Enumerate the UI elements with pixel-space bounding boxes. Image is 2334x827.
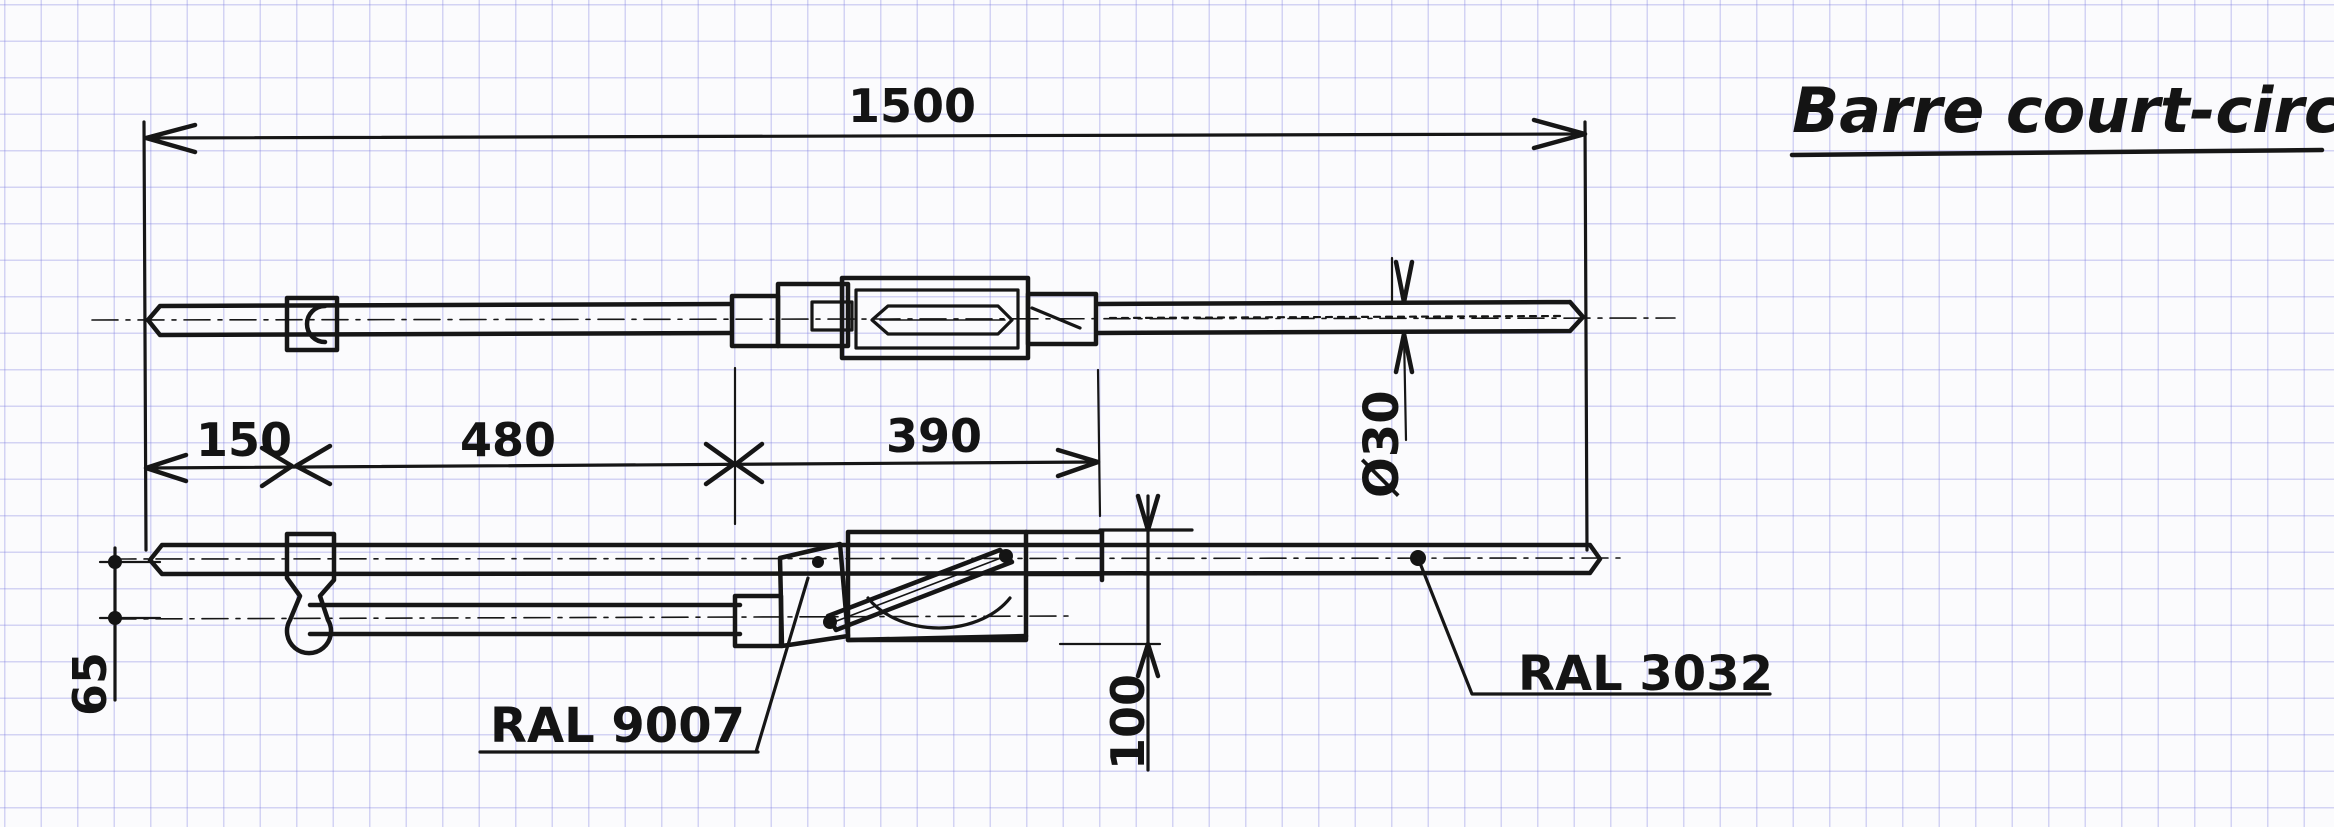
chain-arrow-right bbox=[1055, 447, 1101, 479]
height-arrow-top bbox=[1135, 493, 1161, 533]
diameter-dimension: Ø30 bbox=[1354, 256, 1415, 498]
offset-dot-top bbox=[108, 555, 122, 569]
dimension-line-1500 bbox=[144, 132, 1587, 140]
arrow-left bbox=[143, 122, 198, 155]
side-housing-bottom bbox=[845, 633, 1029, 643]
top-left-clamp bbox=[284, 295, 340, 353]
extension-line-left bbox=[142, 120, 148, 552]
top-view-centerline bbox=[91, 317, 1676, 321]
drawing-title: Barre court-circuit bbox=[1792, 74, 2334, 147]
top-housing-inner bbox=[854, 288, 1020, 350]
dim-480-label: 480 bbox=[460, 413, 556, 467]
top-right-rod bbox=[1095, 299, 1586, 336]
dim-390-label: 390 bbox=[886, 409, 982, 463]
side-upper-centerline bbox=[109, 557, 1621, 560]
dim-65-label: 65 bbox=[63, 652, 117, 716]
side-pivot-top bbox=[999, 549, 1013, 563]
side-pivot-bottom bbox=[823, 615, 837, 629]
top-coupling-right-sleeve bbox=[1025, 291, 1099, 347]
side-lower-rod bbox=[307, 602, 743, 637]
dim-1500-label: 1500 bbox=[848, 79, 976, 133]
side-left-clamp bbox=[284, 531, 337, 656]
top-coupling-lever bbox=[1030, 306, 1082, 330]
chain-ext-390 bbox=[1096, 368, 1102, 518]
dia-arrow-bottom bbox=[1393, 331, 1415, 375]
chain-dim-line bbox=[144, 460, 1100, 470]
extension-line-right bbox=[1583, 120, 1589, 552]
dia-arrow-top bbox=[1393, 259, 1415, 305]
top-housing-lens bbox=[870, 304, 1014, 336]
label-ral-9007: RAL 9007 bbox=[490, 698, 745, 754]
arrow-right bbox=[1531, 117, 1588, 151]
label-ral-3032: RAL 3032 bbox=[1518, 646, 1773, 702]
color-callouts: RAL 3032 RAL 9007 bbox=[478, 550, 1773, 754]
side-upper-rod bbox=[147, 542, 1603, 577]
overall-length-dimension: 1500 bbox=[142, 79, 1589, 552]
offset-dot-bottom bbox=[108, 611, 122, 625]
top-left-rod bbox=[145, 301, 733, 338]
offset-dimension: 65 bbox=[63, 546, 162, 716]
leader-right bbox=[1416, 556, 1772, 696]
side-pivot-plate bbox=[812, 556, 824, 568]
top-right-rod-inner bbox=[1108, 314, 1562, 320]
top-coupling-body bbox=[775, 281, 851, 349]
side-lower-sleeve bbox=[732, 593, 784, 649]
side-lever-centerline bbox=[833, 555, 1007, 623]
top-coupling-slot bbox=[810, 300, 854, 332]
chain-arrow-left bbox=[143, 452, 189, 484]
title-underline bbox=[1789, 147, 2325, 158]
chain-dimensions: 150 480 390 bbox=[143, 366, 1102, 526]
side-housing-arc bbox=[866, 596, 1012, 630]
top-coupling-sleeve bbox=[729, 293, 781, 349]
dia-ext-bottom bbox=[1402, 332, 1408, 442]
chain-tick-150b bbox=[293, 443, 333, 487]
chain-tick-480b bbox=[733, 441, 765, 485]
dim-150-label: 150 bbox=[196, 413, 292, 467]
leader-left bbox=[754, 576, 810, 754]
title-block: Barre court-circuit bbox=[1789, 74, 2334, 158]
top-view bbox=[91, 275, 1676, 361]
height-dimension: 100 bbox=[1058, 493, 1162, 772]
chain-tick-150 bbox=[259, 445, 295, 489]
side-view bbox=[109, 528, 1621, 656]
top-left-clamp-circle bbox=[304, 303, 328, 345]
dim-100-label: 100 bbox=[1101, 674, 1155, 770]
diameter-label: Ø30 bbox=[1354, 390, 1410, 498]
side-lower-centerline bbox=[109, 615, 1071, 620]
